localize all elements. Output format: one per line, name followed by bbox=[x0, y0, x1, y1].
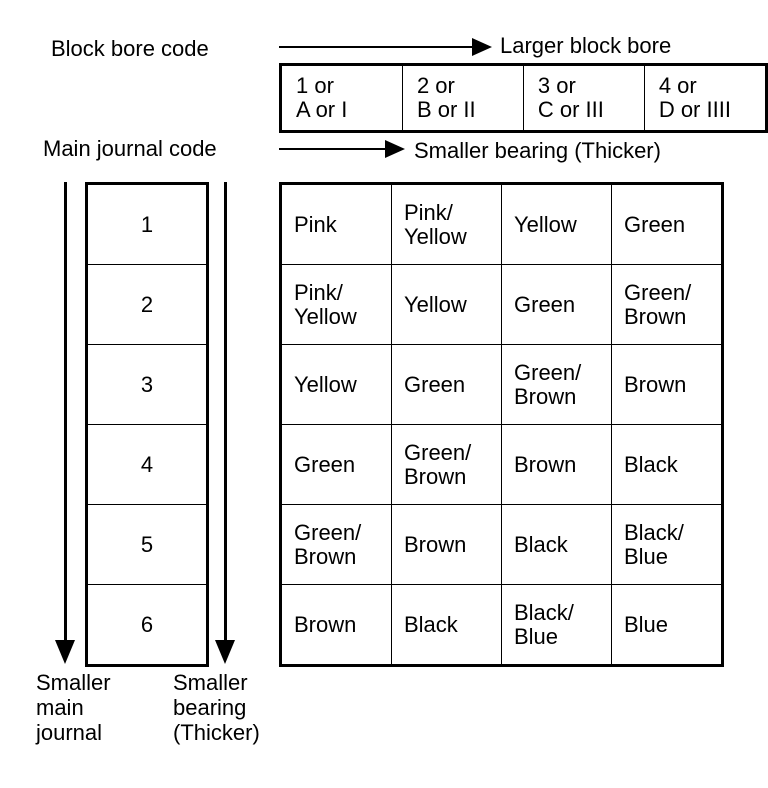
bearing-color-cell: Yellow bbox=[391, 264, 502, 345]
main-journal-code-cell: 3 bbox=[86, 344, 208, 425]
bearing-color-cell: Pink/ Yellow bbox=[280, 264, 392, 345]
block-bore-code-cell: 3 or C or III bbox=[522, 64, 645, 132]
smaller-bearing-thicker-label: Smaller bearing (Thicker) bbox=[173, 670, 260, 745]
bearing-color-cell: Black bbox=[611, 424, 723, 505]
block-bore-code-row: 1 or A or I 2 or B or II 3 or C or III 4… bbox=[280, 64, 768, 132]
bearing-color-cell: Black bbox=[501, 504, 612, 585]
bearing-color-cell: Green bbox=[391, 344, 502, 425]
bearing-color-cell: Brown bbox=[501, 424, 612, 505]
bearing-color-cell: Pink bbox=[280, 183, 392, 265]
bearing-color-cell: Brown bbox=[391, 504, 502, 585]
bearing-color-row: Pink/ Yellow Yellow Green Green/ Brown bbox=[280, 264, 723, 345]
bearing-color-cell: Black/ Blue bbox=[611, 504, 723, 585]
bearing-color-cell: Blue bbox=[611, 584, 723, 666]
block-bore-code-label: Block bore code bbox=[51, 36, 209, 61]
bearing-color-cell: Green bbox=[280, 424, 392, 505]
main-journal-code-cell: 2 bbox=[86, 264, 208, 345]
bearing-color-row: Yellow Green Green/ Brown Brown bbox=[280, 344, 723, 425]
block-bore-code-cell: 1 or A or I bbox=[280, 64, 403, 132]
main-journal-code-table: 1 2 3 4 5 6 bbox=[85, 182, 209, 667]
bearing-color-row: Green Green/ Brown Brown Black bbox=[280, 424, 723, 505]
bearing-color-cell: Green/ Brown bbox=[391, 424, 502, 505]
main-journal-code-cell: 1 bbox=[86, 183, 208, 265]
block-bore-code-cell: 4 or D or IIII bbox=[643, 64, 768, 132]
bearing-color-table: Pink Pink/ Yellow Yellow Green Pink/ Yel… bbox=[279, 182, 724, 667]
bearing-color-cell: Green bbox=[501, 264, 612, 345]
bearing-color-row: Pink Pink/ Yellow Yellow Green bbox=[280, 183, 723, 265]
bearing-color-cell: Brown bbox=[611, 344, 723, 425]
main-journal-code-cell: 5 bbox=[86, 504, 208, 585]
block-bore-code-cell: 2 or B or II bbox=[401, 64, 524, 132]
smaller-bearing-label: Smaller bearing (Thicker) bbox=[414, 138, 661, 163]
main-journal-code-cell: 6 bbox=[86, 584, 208, 666]
bearing-color-cell: Green/ Brown bbox=[501, 344, 612, 425]
bearing-color-cell: Green/ Brown bbox=[611, 264, 723, 345]
block-bore-code-table: 1 or A or I 2 or B or II 3 or C or III 4… bbox=[279, 63, 768, 133]
bearing-color-row: Green/ Brown Brown Black Black/ Blue bbox=[280, 504, 723, 585]
main-journal-code-cell: 4 bbox=[86, 424, 208, 505]
bearing-color-cell: Black bbox=[391, 584, 502, 666]
bearing-color-row: Brown Black Black/ Blue Blue bbox=[280, 584, 723, 666]
bearing-color-cell: Yellow bbox=[280, 344, 392, 425]
bearing-color-cell: Black/ Blue bbox=[501, 584, 612, 666]
bearing-color-cell: Yellow bbox=[501, 183, 612, 265]
bearing-color-cell: Green/ Brown bbox=[280, 504, 392, 585]
bearing-color-cell: Brown bbox=[280, 584, 392, 666]
bearing-color-cell: Pink/ Yellow bbox=[391, 183, 502, 265]
larger-block-bore-label: Larger block bore bbox=[500, 33, 672, 58]
smaller-main-journal-label: Smaller main journal bbox=[36, 670, 111, 745]
bearing-color-cell: Green bbox=[611, 183, 723, 265]
main-journal-code-label: Main journal code bbox=[43, 136, 217, 161]
